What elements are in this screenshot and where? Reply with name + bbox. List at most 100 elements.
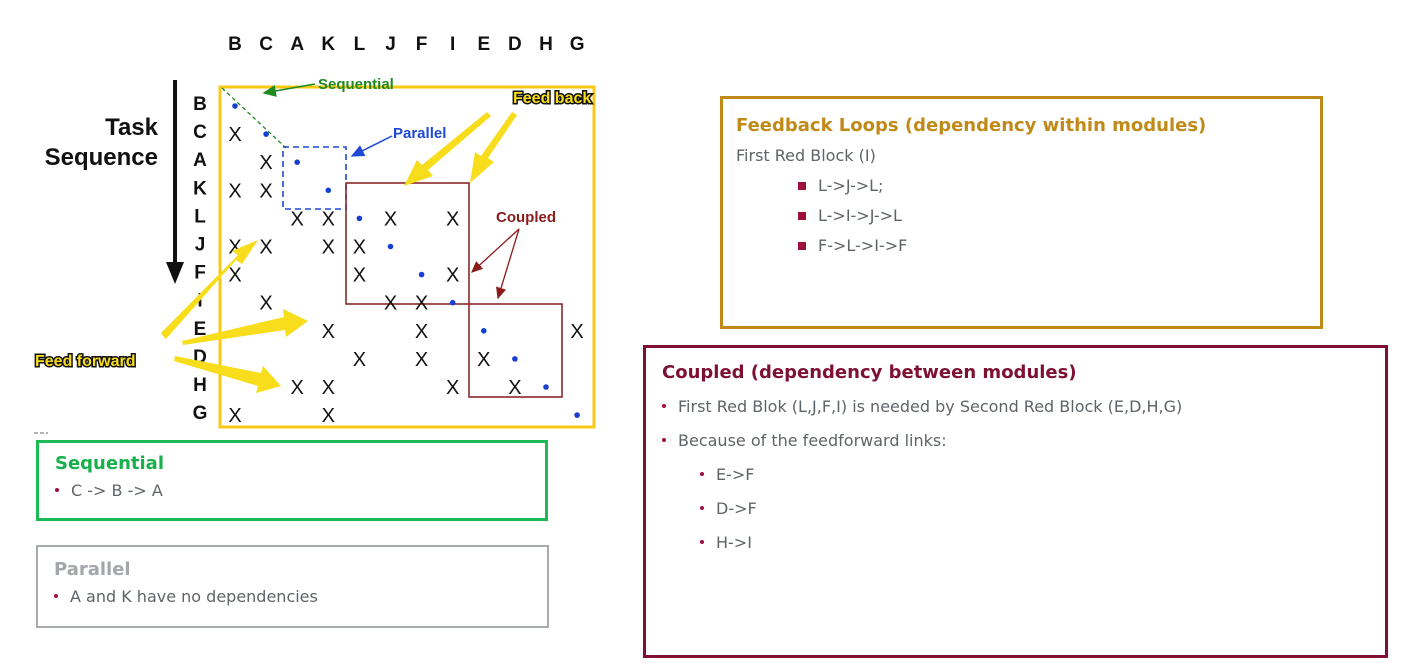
sequential-diagonal: [221, 87, 287, 149]
task-label: Task: [105, 114, 159, 141]
row-header: B: [193, 94, 207, 115]
column-header: J: [385, 34, 396, 55]
dependency-mark: X: [291, 377, 304, 399]
diagonal-dot: [294, 159, 301, 165]
dependency-mark: X: [446, 208, 459, 230]
parallel-box: Parallel A and K have no dependencies: [36, 545, 549, 628]
diagonal-dot: [232, 103, 238, 109]
dependency-mark: X: [322, 405, 335, 427]
feedback-item: F->L->I->F: [736, 231, 1320, 261]
diagonal-dot: [418, 271, 425, 278]
feedback-item: L->I->J->L: [736, 201, 1320, 231]
feedback-item: L->J->L;: [736, 171, 1320, 201]
dependency-mark: X: [259, 180, 272, 202]
dependency-mark: X: [353, 265, 366, 287]
row-header: C: [193, 122, 207, 143]
diagonal-dot: [543, 384, 549, 390]
bullet-icon: [700, 505, 704, 510]
dependency-mark: X: [353, 349, 366, 371]
dependency-mark: X: [384, 293, 397, 315]
square-bullet-icon: [798, 211, 806, 220]
feed-forward-arrows: [161, 240, 308, 393]
column-header: D: [508, 34, 522, 55]
dependency-mark: X: [322, 377, 335, 399]
sequence-label: Sequence: [45, 144, 158, 171]
diagonal-dot: [263, 131, 269, 137]
coupled-title: Coupled (dependency between modules): [662, 362, 1077, 383]
column-header: B: [228, 34, 242, 55]
sequential-title: Sequential: [55, 453, 164, 474]
column-header: K: [321, 34, 335, 55]
diagonal-dot: [325, 187, 332, 194]
bullet-icon: [700, 539, 704, 544]
dependency-mark: X: [228, 180, 241, 202]
column-header: A: [290, 34, 304, 55]
column-header: H: [539, 34, 553, 55]
dependency-mark: X: [228, 405, 241, 427]
coupled-item: First Red Blok (L,J,F,I) is needed by Se…: [662, 390, 1385, 424]
dependency-mark: X: [259, 293, 272, 315]
feed-back-arrows: [404, 112, 517, 186]
dependency-mark: X: [415, 293, 428, 315]
dependency-mark: X: [415, 349, 428, 371]
coupled-pointer-1: [471, 228, 520, 273]
dependency-mark: X: [322, 208, 335, 230]
dependency-mark: X: [259, 152, 272, 174]
dependency-mark: X: [322, 321, 335, 343]
parallel-item: A and K have no dependencies: [54, 582, 547, 612]
row-header: A: [193, 150, 207, 171]
coupled-block-2: [468, 303, 563, 398]
feedback-intro: First Red Block (I): [736, 146, 876, 165]
diagonal-dot: [387, 243, 394, 250]
feed-back-label: Feed back: [513, 90, 591, 107]
dependency-mark: X: [415, 321, 428, 343]
sequential-annotation: Sequential: [318, 76, 394, 93]
row-header: I: [197, 291, 202, 312]
diagonal-dot: [512, 356, 518, 362]
matrix-frame: [218, 85, 596, 429]
parallel-annotation: Parallel: [393, 125, 446, 142]
row-header: J: [195, 235, 206, 256]
parallel-title: Parallel: [54, 559, 131, 580]
diagonal-dot: [574, 412, 580, 418]
feedback-loops-box: Feedback Loops (dependency within module…: [720, 96, 1323, 329]
row-header: H: [193, 375, 207, 396]
diagonal-dot: [449, 299, 456, 306]
feed-forward-label: Feed forward: [35, 353, 135, 370]
row-header: F: [194, 263, 206, 284]
square-bullet-icon: [798, 241, 806, 250]
parallel-block: [282, 146, 347, 210]
dependency-mark: X: [353, 237, 366, 259]
dependency-mark: X: [228, 265, 241, 287]
coupled-subitem: H->I: [662, 526, 1385, 560]
dependency-mark: X: [477, 349, 490, 371]
dependency-mark: X: [446, 265, 459, 287]
row-header: G: [193, 403, 208, 424]
sequential-pointer: [262, 83, 316, 97]
coupled-subitem: E->F: [662, 458, 1385, 492]
sequential-item: C -> B -> A: [55, 476, 545, 506]
row-header: K: [193, 178, 207, 199]
row-header: E: [194, 319, 207, 340]
task-sequence-arrow: [166, 80, 184, 284]
dependency-mark: X: [322, 237, 335, 259]
square-bullet-icon: [798, 181, 806, 190]
diagonal-dot: [356, 215, 363, 222]
column-header: C: [259, 34, 273, 55]
dependency-mark: X: [446, 377, 459, 399]
diagonal-dot: [481, 328, 487, 334]
bullet-icon: [662, 437, 666, 442]
coupled-box: Coupled (dependency between modules) Fir…: [643, 345, 1388, 658]
sequential-box: Sequential C -> B -> A: [36, 440, 548, 521]
bullet-icon: [700, 471, 704, 476]
feedback-title: Feedback Loops (dependency within module…: [736, 115, 1207, 136]
dependency-mark: X: [508, 377, 521, 399]
column-header: F: [416, 34, 428, 55]
bullet-icon: [55, 487, 59, 492]
bullet-icon: [54, 593, 58, 598]
dependency-mark: X: [384, 208, 397, 230]
